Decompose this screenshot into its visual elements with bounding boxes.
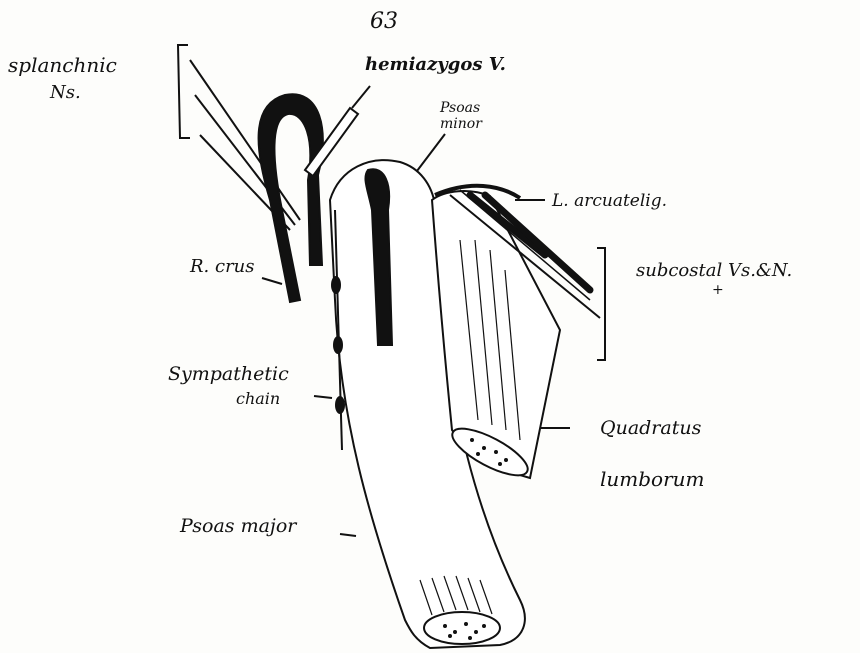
quadratus-label-2: lumborum (600, 467, 705, 491)
subcostal-label: subcostal Vs.&N. (636, 260, 792, 281)
hemiazygos-label: hemiazygos V. (365, 54, 506, 75)
arcuate-label: L. arcuatelig. (551, 191, 667, 211)
sympathetic-label-2: chain (236, 389, 280, 408)
subcostal-bracket (597, 248, 605, 360)
hemiazygos-leader (352, 86, 370, 108)
page-number: 63 (370, 9, 398, 34)
r-crus-leader (262, 278, 282, 284)
psoas-minor-label-2: minor (440, 116, 483, 132)
sympathetic-label: Sympathetic (168, 363, 289, 385)
sympathetic-leader (314, 396, 332, 398)
psoas-minor-label: Psoas (439, 100, 480, 116)
subcostal-mark: + (712, 282, 724, 298)
right-crus (259, 94, 323, 302)
psoas-major-leader (340, 534, 356, 536)
psoas-major-label: Psoas major (179, 515, 298, 537)
r-crus-label: R. crus (189, 256, 255, 277)
psoas-major-cut-end (424, 612, 500, 644)
splanchnic-label: splanchnic (8, 53, 117, 77)
quadratus-label: Quadratus (600, 417, 702, 439)
splanchnic-label-ns: Ns. (49, 82, 81, 103)
splanchnic-nerves (178, 45, 300, 230)
